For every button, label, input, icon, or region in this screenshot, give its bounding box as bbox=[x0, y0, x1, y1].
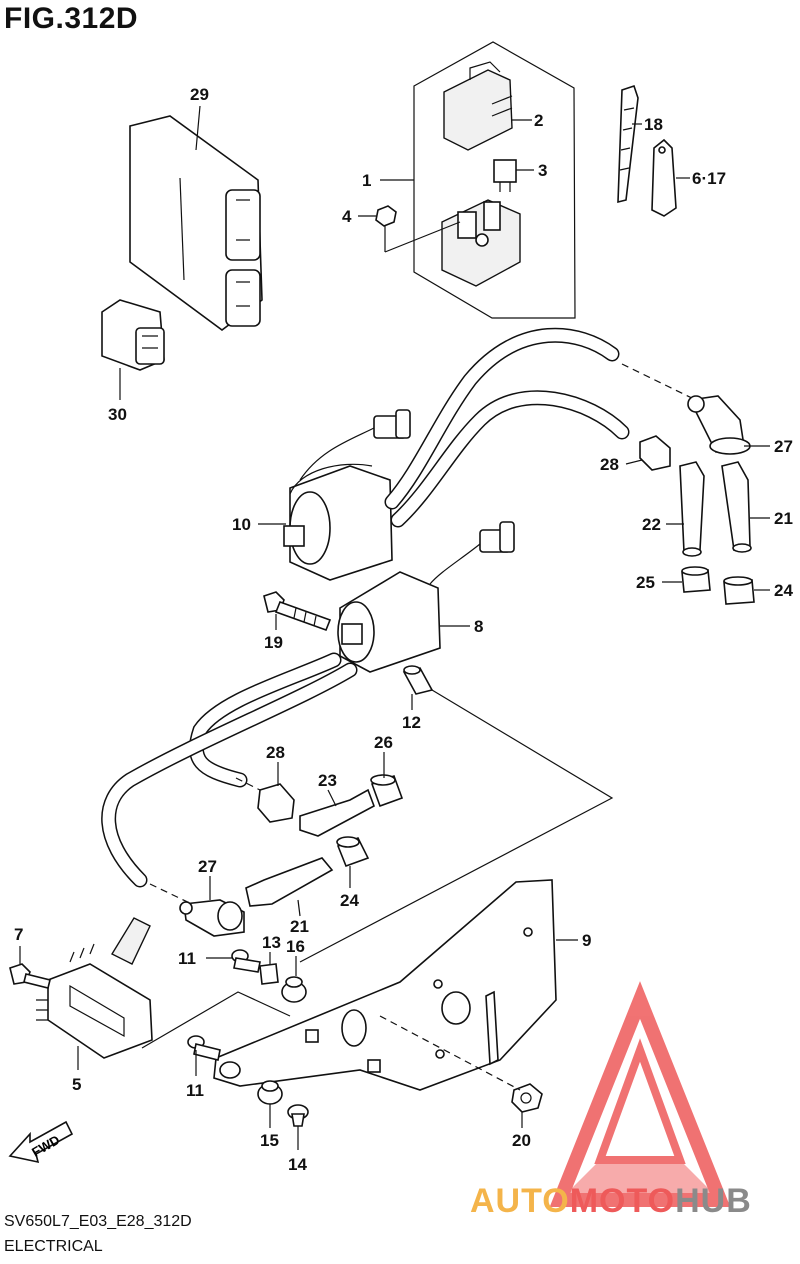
callout-11-lower: 11 bbox=[186, 1081, 204, 1100]
section-title: ELECTRICAL bbox=[4, 1238, 103, 1255]
collar-14-part bbox=[287, 1104, 309, 1127]
plug-cap-upper-part bbox=[687, 395, 751, 455]
plug-lead-21-upper-part bbox=[721, 461, 752, 553]
grommet-15-part bbox=[257, 1080, 283, 1105]
starter-relay-part bbox=[441, 199, 521, 287]
plug-seal-lower-part bbox=[257, 783, 295, 823]
callout-27-lower: 27 bbox=[198, 857, 217, 876]
cap-26-part bbox=[370, 774, 404, 808]
plug-cap-lower-part bbox=[179, 899, 245, 937]
grommet-16-part bbox=[281, 976, 307, 1003]
callout-6-17: 6·17 bbox=[692, 169, 726, 188]
callout-5: 5 bbox=[72, 1075, 81, 1094]
callout-28-upper: 28 bbox=[600, 455, 619, 474]
ignition-coil-rear-part bbox=[283, 463, 393, 581]
callout-11-upper: 11 bbox=[178, 949, 196, 968]
callout-30: 30 bbox=[108, 405, 127, 424]
callout-24-lower: 24 bbox=[340, 891, 359, 910]
plug-seal-upper-part bbox=[639, 435, 671, 471]
bracket-nut-part bbox=[511, 1083, 543, 1113]
callout-29: 29 bbox=[190, 85, 209, 104]
callout-16: 16 bbox=[286, 937, 305, 956]
coil-connector-lower-part bbox=[429, 521, 515, 585]
callout-7: 7 bbox=[14, 925, 23, 944]
connector-30-part bbox=[101, 299, 165, 371]
ignition-coil-front-part bbox=[337, 571, 441, 673]
callout-15: 15 bbox=[260, 1131, 279, 1150]
coil-connector-upper-part bbox=[299, 409, 411, 481]
callout-25: 25 bbox=[636, 573, 655, 592]
cap-25-part bbox=[681, 566, 711, 593]
callout-4: 4 bbox=[342, 207, 352, 226]
callout-3: 3 bbox=[538, 161, 547, 180]
callout-18: 18 bbox=[644, 115, 663, 134]
callout-21-upper: 21 bbox=[774, 509, 793, 528]
callout-26: 26 bbox=[374, 733, 393, 752]
callout-28-lower: 28 bbox=[266, 743, 285, 762]
wire-clamp-part bbox=[651, 138, 677, 217]
relay-cover-part bbox=[443, 61, 513, 151]
cable-tie-part bbox=[617, 84, 639, 204]
callout-23: 23 bbox=[318, 771, 337, 790]
fwd-arrow-icon bbox=[8, 1120, 74, 1164]
cap-24-lower-part bbox=[336, 836, 370, 868]
fuse-part bbox=[493, 159, 517, 192]
relay-bolt-part bbox=[375, 205, 461, 253]
callout-8: 8 bbox=[474, 617, 483, 636]
plug-lead-22-part bbox=[679, 461, 705, 557]
watermark-logo-icon bbox=[549, 981, 731, 1207]
cap-24-upper-part bbox=[723, 576, 755, 605]
plug-lead-23-part bbox=[299, 788, 375, 837]
figure-code: SV650L7_E03_E28_312D bbox=[4, 1213, 192, 1230]
relay-group-box bbox=[413, 41, 576, 319]
coil-bolt-part bbox=[263, 591, 332, 632]
ecm-unit-part bbox=[129, 115, 263, 331]
sleeve-12-part bbox=[402, 665, 434, 695]
collar-13-part bbox=[259, 963, 279, 985]
callout-9: 9 bbox=[582, 931, 591, 950]
callout-13: 13 bbox=[262, 933, 281, 952]
bracket-bolt-11-upper-part bbox=[231, 949, 261, 973]
callout-12: 12 bbox=[402, 713, 421, 732]
callout-2: 2 bbox=[534, 111, 543, 130]
plug-lead-21-lower-part bbox=[245, 857, 334, 907]
callout-20: 20 bbox=[512, 1131, 531, 1150]
watermark-text: AUTOMOTOHUB bbox=[470, 1182, 752, 1220]
callout-1: 1 bbox=[362, 171, 371, 190]
callout-10: 10 bbox=[232, 515, 251, 534]
regulator-part bbox=[36, 917, 153, 1059]
callout-22: 22 bbox=[642, 515, 661, 534]
callout-27-upper: 27 bbox=[774, 437, 793, 456]
callout-19: 19 bbox=[264, 633, 283, 652]
callout-24-upper: 24 bbox=[774, 581, 793, 600]
bracket-bolt-11-lower-part bbox=[187, 1035, 221, 1061]
regulator-bolt-part bbox=[9, 963, 51, 989]
callout-21-lower: 21 bbox=[290, 917, 309, 936]
coil-bracket-part bbox=[213, 879, 557, 1091]
figure-title: FIG.312D bbox=[4, 2, 139, 35]
callout-14: 14 bbox=[288, 1155, 307, 1174]
